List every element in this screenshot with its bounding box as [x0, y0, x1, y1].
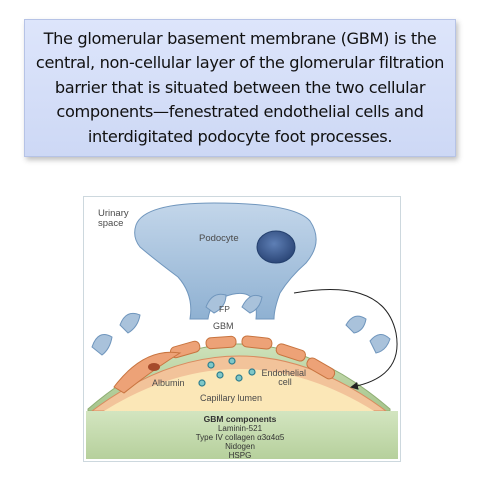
- label-endothelial-cell: Endothelial cell: [261, 368, 308, 387]
- gbm-diagram: Urinary space Podocyte FP GBM Albumin En…: [83, 196, 401, 462]
- capillary-lumen-area: [104, 369, 374, 411]
- component-item: Laminin-521: [218, 424, 263, 433]
- endothelial-cell-nucleus: [113, 351, 182, 394]
- gbm-diagram-svg: Urinary space Podocyte FP GBM Albumin En…: [86, 202, 398, 460]
- label-urinary-space: Urinary space: [98, 208, 131, 229]
- component-item: Type IV collagen α3α4α5: [196, 433, 285, 442]
- components-title: GBM components: [204, 414, 277, 424]
- component-item: Nidogen: [225, 442, 255, 451]
- endothelial-cells: [169, 335, 336, 380]
- label-podocyte: Podocyte: [199, 233, 239, 244]
- label-gbm: GBM: [213, 321, 234, 331]
- slide-text-box: The glomerular basement membrane (GBM) i…: [24, 19, 456, 157]
- podocyte-nucleus: [256, 230, 296, 264]
- arrow-curve: [293, 289, 398, 390]
- label-capillary-lumen: Capillary lumen: [200, 393, 262, 403]
- albumin-molecules: [198, 357, 256, 387]
- slide-text: The glomerular basement membrane (GBM) i…: [35, 28, 445, 146]
- foot-processes: [91, 293, 391, 356]
- gbm-components-box: [86, 411, 398, 459]
- label-fp: FP: [219, 304, 230, 314]
- component-item: HSPG: [229, 451, 252, 460]
- label-albumin: Albumin: [152, 378, 185, 388]
